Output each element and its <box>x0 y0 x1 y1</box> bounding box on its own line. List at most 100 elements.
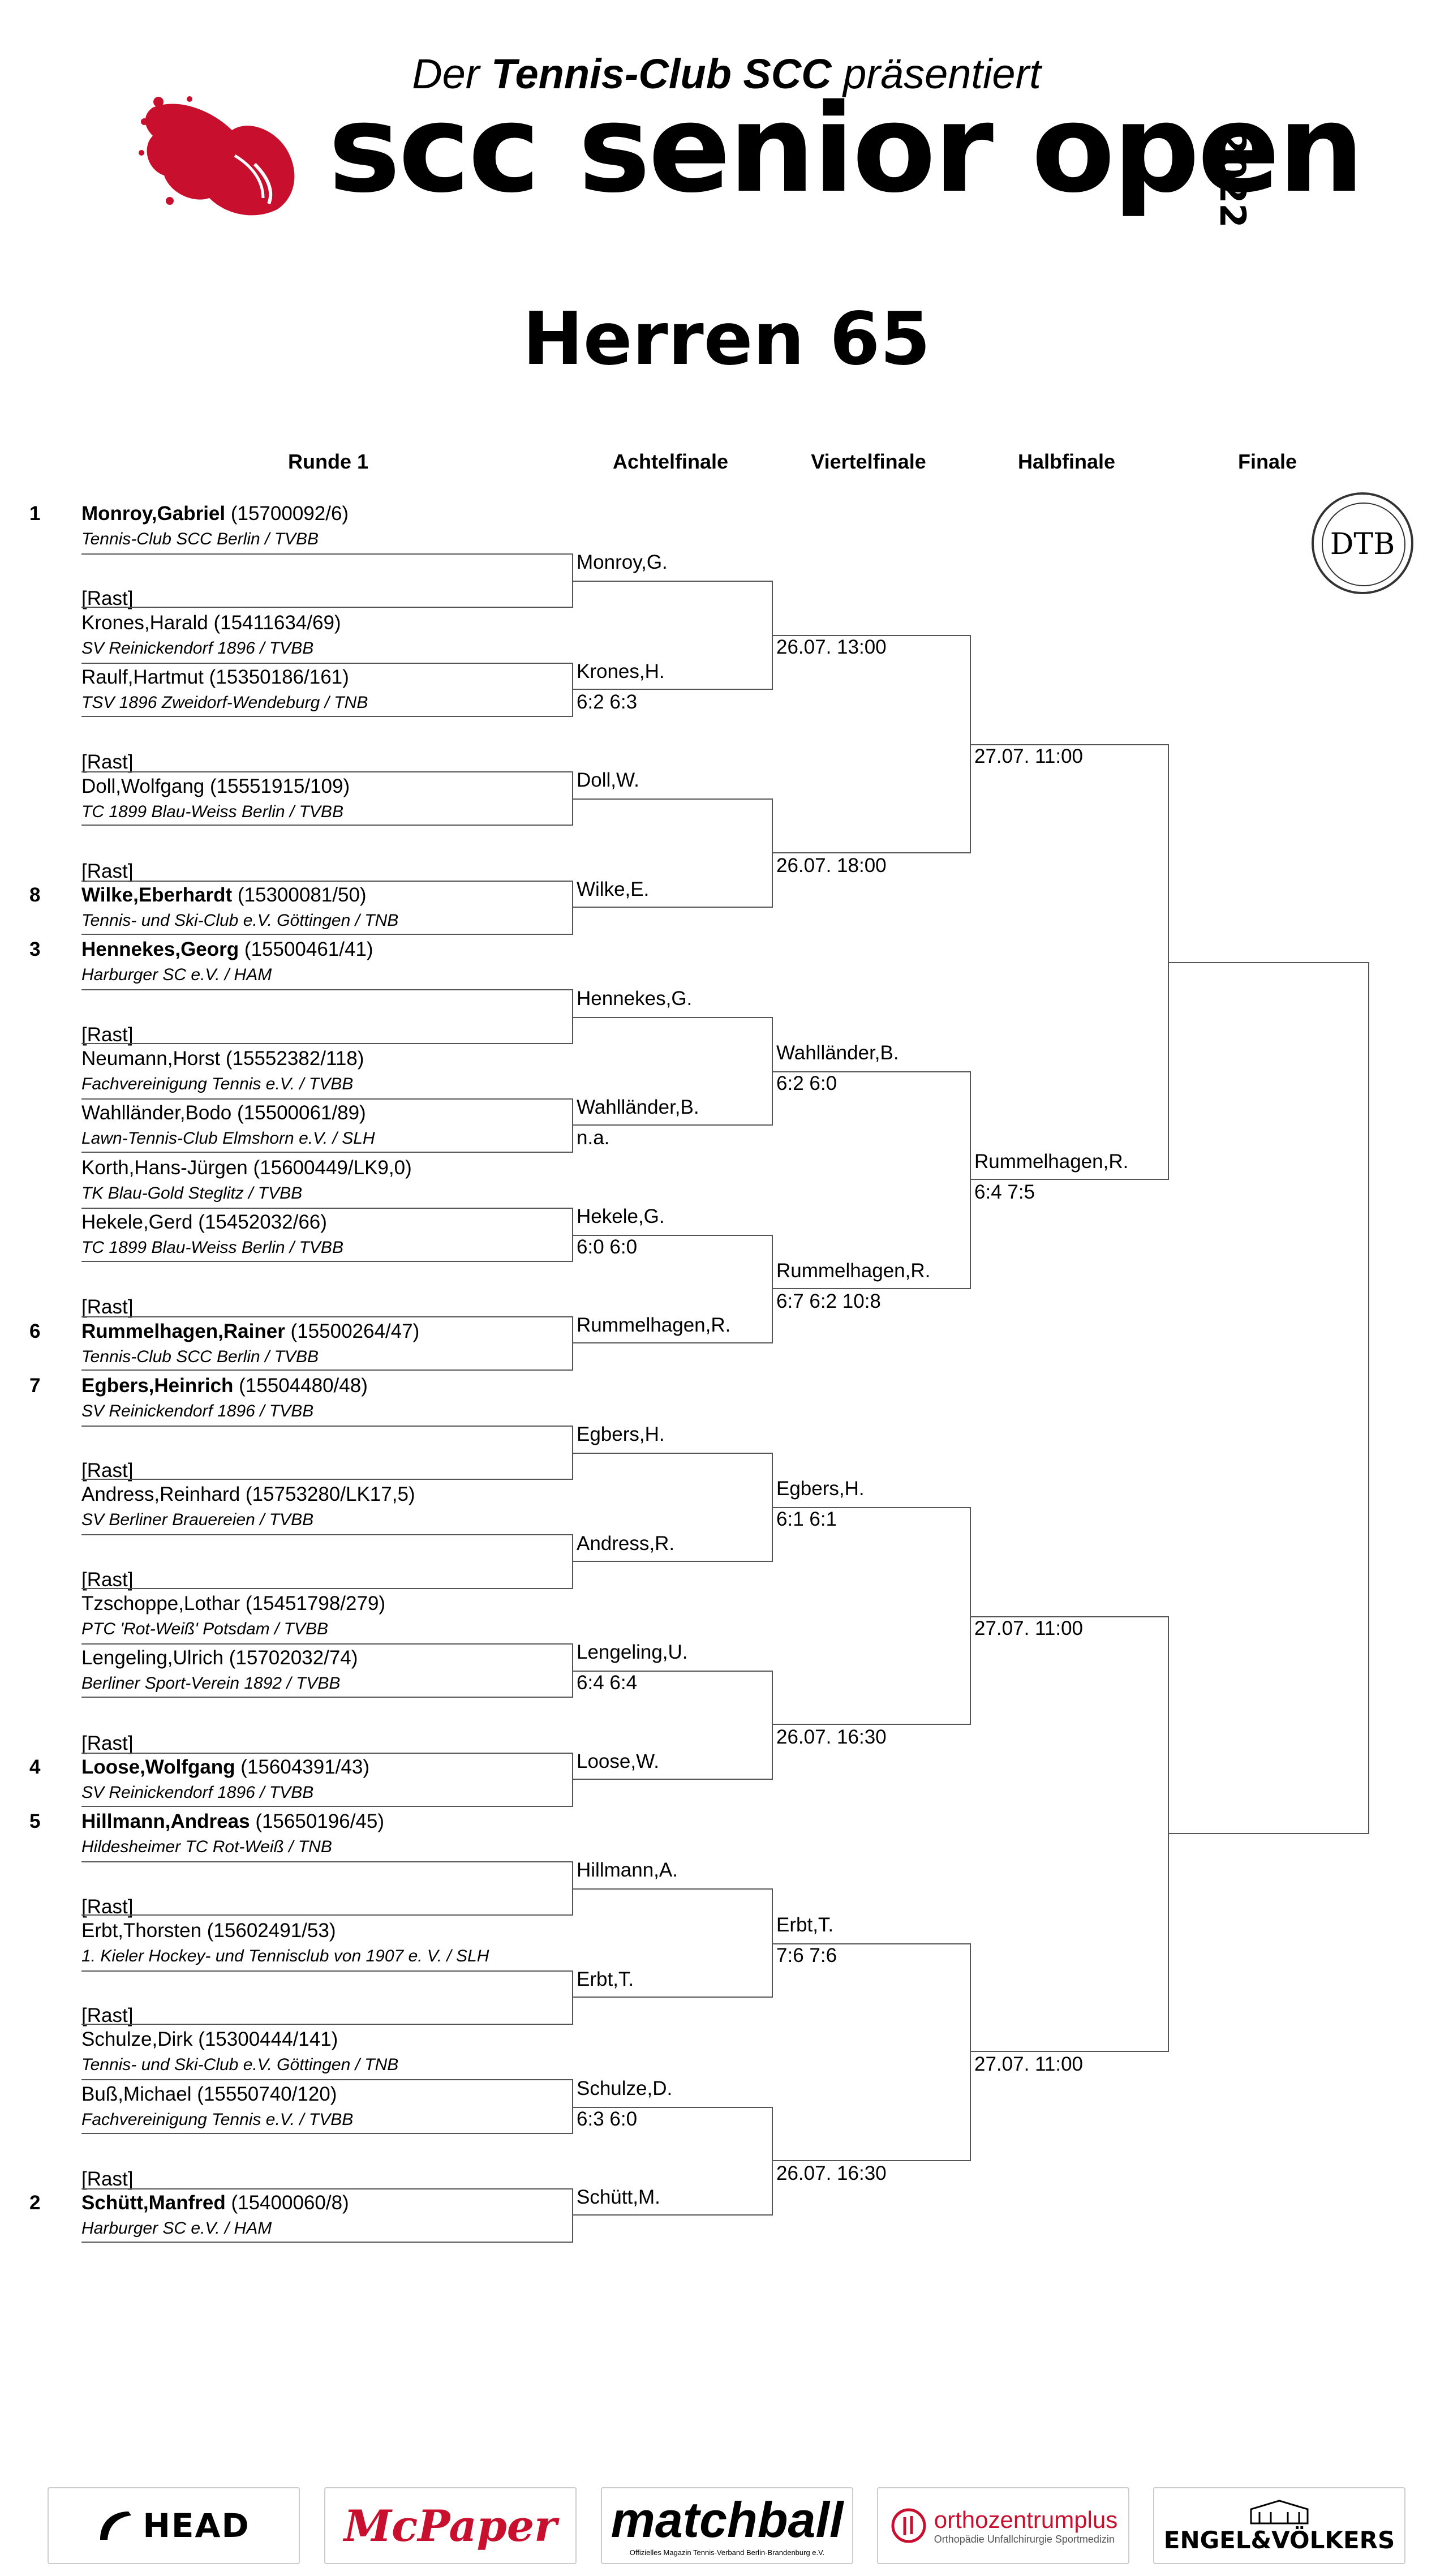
round-header-af: Achtelfinale <box>612 450 729 473</box>
player-id: (15600449/LK9,0) <box>253 1156 412 1179</box>
achtelfinale-match-box <box>573 1452 773 1562</box>
player-entry: Doll,Wolfgang (15551915/109) <box>81 776 350 796</box>
player-name: Hillmann,Andreas <box>81 1810 250 1833</box>
halbfinale-score: 27.07. 11:00 <box>974 1617 1084 1639</box>
viertelfinale-winner: Erbt,T. <box>776 1913 834 1936</box>
rast-placeholder: [Rast] <box>81 1568 134 1591</box>
player-id: (15753280/LK17,5) <box>245 1483 415 1506</box>
rast-placeholder: [Rast] <box>81 2004 134 2027</box>
player-entry: Raulf,Hartmut (15350186/161) <box>81 667 349 687</box>
r1-match-box <box>81 1534 573 1589</box>
player-name: Doll,Wolfgang <box>81 775 205 797</box>
r1-match-box <box>81 880 573 935</box>
r1-match-box <box>81 662 573 717</box>
r1-match-box <box>81 1643 573 1698</box>
player-entry: Rummelhagen,Rainer (15500264/47) <box>81 1321 419 1341</box>
achtelfinale-winner: Hillmann,A. <box>577 1859 678 1882</box>
player-club: Tennis-Club SCC Berlin / TVBB <box>81 1347 319 1366</box>
brand-year: 2022 <box>1212 130 1253 228</box>
viertelfinale-score: 26.07. 16:30 <box>776 1726 887 1749</box>
player-entry: Lengeling,Ulrich (15702032/74) <box>81 1648 358 1668</box>
viertelfinale-score: 6:1 6:1 <box>776 1508 837 1531</box>
player-id: (15411634/69) <box>213 611 341 634</box>
player-id: (15702032/74) <box>229 1647 358 1669</box>
player-club: Tennis- und Ski-Club e.V. Göttingen / TN… <box>81 2055 399 2075</box>
rast-placeholder: [Rast] <box>81 751 134 774</box>
player-entry: Wilke,Eberhardt (15300081/50) <box>81 885 367 905</box>
sponsor-orthozentrum-sub: Orthopädie Unfallchirurgie Sportmedizin <box>934 2533 1115 2545</box>
achtelfinale-winner: Hennekes,G. <box>577 987 693 1010</box>
player-id: (15451798/279) <box>245 1592 386 1615</box>
viertelfinale-winner: Wahlländer,B. <box>776 1041 899 1064</box>
player-name: Krones,Harald <box>81 611 208 634</box>
seed-number: 8 <box>29 884 41 907</box>
r1-match-box <box>81 2079 573 2134</box>
halbfinale-score: 27.07. 11:00 <box>974 745 1084 768</box>
achtelfinale-winner: Wilke,E. <box>577 878 650 900</box>
viertelfinale-score: 26.07. 13:00 <box>776 636 887 659</box>
viertelfinale-winner: Rummelhagen,R. <box>776 1260 931 1282</box>
presents-line: Der Tennis-Club SCC präsentiert <box>0 50 1453 98</box>
player-club: SV Berliner Brauereien / TVBB <box>81 1510 314 1530</box>
player-entry: Wahlländer,Bodo (15500061/89) <box>81 1103 366 1123</box>
sponsor-orthozentrum-label: orthozentrumplus <box>934 2506 1118 2533</box>
seal-text: DTB <box>1330 527 1395 561</box>
sponsor-matchball-label: matchball <box>611 2491 844 2548</box>
player-name: Lengeling,Ulrich <box>81 1647 223 1669</box>
event-title: Herren 65 <box>522 297 931 381</box>
achtelfinale-match-box <box>573 798 773 908</box>
player-club: TSV 1896 Zweidorf-Wendeburg / TNB <box>81 693 368 712</box>
achtelfinale-winner: Egbers,H. <box>577 1423 665 1445</box>
player-id: (15452032/66) <box>198 1210 327 1233</box>
round-header-r1: Runde 1 <box>287 450 368 473</box>
round-header-final: Finale <box>1237 450 1297 473</box>
achtelfinale-winner: Schütt,M. <box>577 2186 660 2209</box>
player-entry: Schütt,Manfred (15400060/8) <box>81 2193 349 2213</box>
achtelfinale-winner: Hekele,G. <box>577 1205 665 1227</box>
viertelfinale-match-box <box>773 1943 971 2161</box>
player-id: (15504480/48) <box>239 1374 368 1397</box>
seed-number: 5 <box>29 1810 41 1833</box>
player-club: 1. Kieler Hockey- und Tennisclub von 190… <box>81 1946 489 1965</box>
player-entry: Andress,Reinhard (15753280/LK17,5) <box>81 1484 415 1504</box>
sponsor-head-label: HEAD <box>143 2506 250 2545</box>
achtelfinale-winner: Lengeling,U. <box>577 1641 688 1664</box>
player-name: Hekele,Gerd <box>81 1210 193 1233</box>
player-name: Monroy,Gabriel <box>81 503 226 525</box>
player-entry: Egbers,Heinrich (15504480/48) <box>81 1376 368 1396</box>
achtelfinale-score: 6:4 6:4 <box>577 1672 638 1694</box>
sponsor-mcpaper: McPaper <box>324 2487 577 2564</box>
sponsor-matchball-sub: Offizielles Magazin Tennis-Verband Berli… <box>629 2548 825 2557</box>
r1-match-box <box>81 2188 573 2243</box>
r1-match-box <box>81 1861 573 1916</box>
rast-placeholder: [Rast] <box>81 1895 134 1918</box>
achtelfinale-match-box <box>573 1234 773 1344</box>
achtelfinale-score: 6:0 6:0 <box>577 1235 638 1258</box>
sponsor-engel-voelkers-label: ENGEL&VÖLKERS <box>1163 2526 1395 2554</box>
player-name: Buß,Michael <box>81 2083 192 2105</box>
r1-match-box <box>81 553 573 608</box>
r1-match-box <box>81 989 573 1044</box>
player-name: Neumann,Horst <box>81 1047 221 1070</box>
player-name: Schütt,Manfred <box>81 2192 226 2214</box>
player-id: (15300444/141) <box>198 2028 338 2051</box>
halbfinale-match-box <box>971 1616 1169 2053</box>
player-id: (15550740/120) <box>197 2083 337 2105</box>
player-club: Tennis- und Ski-Club e.V. Göttingen / TN… <box>81 911 399 930</box>
player-name: Korth,Hans-Jürgen <box>81 1156 248 1179</box>
seed-number: 7 <box>29 1374 41 1397</box>
r1-match-box <box>81 771 573 826</box>
player-id: (15400060/8) <box>231 2192 349 2214</box>
sponsor-matchball: matchball Offizielles Magazin Tennis-Ver… <box>601 2487 853 2564</box>
presents-prefix: Der <box>412 50 492 97</box>
player-club: Tennis-Club SCC Berlin / TVBB <box>81 530 319 548</box>
viertelfinale-score: 6:7 6:2 10:8 <box>776 1290 881 1313</box>
r1-match-box <box>81 1752 573 1807</box>
player-club: PTC 'Rot-Weiß' Potsdam / TVBB <box>81 1620 328 1638</box>
rast-placeholder: [Rast] <box>81 860 134 882</box>
halbfinale-score: 6:4 7:5 <box>974 1181 1035 1204</box>
achtelfinale-match-box <box>573 1016 773 1126</box>
presents-suffix: präsentiert <box>831 50 1041 97</box>
player-entry: Tzschoppe,Lothar (15451798/279) <box>81 1594 385 1613</box>
achtelfinale-score: 6:3 6:0 <box>577 2107 638 2130</box>
